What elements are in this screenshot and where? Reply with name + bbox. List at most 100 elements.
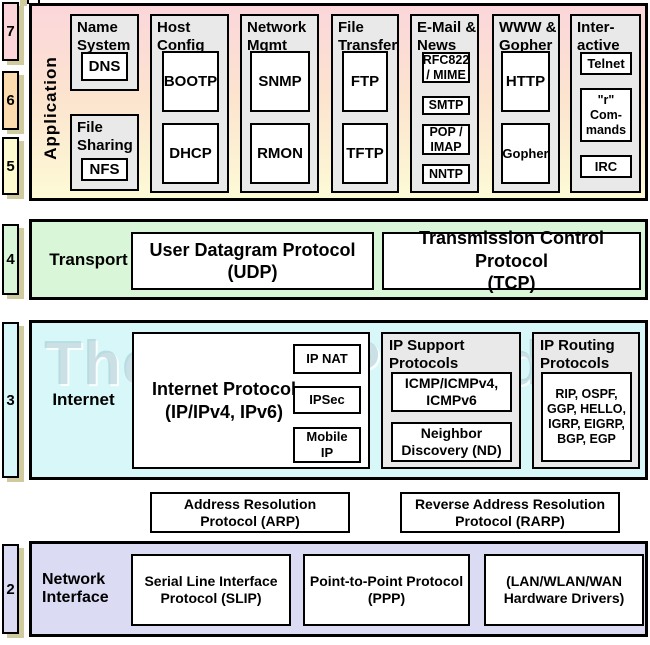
- protocol-box-ipsec: IPSec: [293, 386, 361, 414]
- osi-layer-7-badge: 7: [2, 2, 19, 61]
- protocol-box-r-commands: "r" Com- mands: [580, 88, 632, 142]
- protocol-label-dns: DNS: [88, 57, 121, 75]
- protocol-label-nfs: NFS: [89, 160, 120, 178]
- group-network-mgmt-title: Network Mgmt: [247, 19, 307, 54]
- layer-box-application: Application Name System DNS File Sharing…: [29, 3, 648, 201]
- application-layer-label: Application: [38, 28, 64, 188]
- protocol-label-ip-text: Internet Protocol (IP/IPv4, IPv6): [151, 379, 296, 422]
- protocol-label-slip: Serial Line Interface Protocol (SLIP): [144, 573, 278, 606]
- osi-layer-6-label: 6: [6, 92, 15, 109]
- group-host-config: Host Config BOOTP DHCP: [150, 14, 229, 193]
- protocol-label-snmp: SNMP: [258, 72, 302, 90]
- osi-layer-3-label: 3: [6, 391, 15, 409]
- protocol-box-dns: DNS: [81, 52, 128, 81]
- protocol-label-rmon: RMON: [257, 144, 303, 162]
- group-ip-routing-protocols: IP Routing Protocols RIP, OSPF, GGP, HEL…: [532, 332, 640, 469]
- protocol-box-nntp: NNTP: [422, 164, 470, 184]
- protocol-label-ipsec: IPSec: [309, 392, 345, 408]
- protocol-label-smtp: SMTP: [428, 98, 464, 112]
- internet-layer-label: Internet: [41, 323, 126, 477]
- group-ip-support-title: IP Support Protocols: [389, 337, 465, 372]
- layer-box-transport: Transport User Datagram Protocol (UDP) T…: [29, 219, 648, 300]
- group-file-sharing-title: File Sharing: [77, 119, 133, 154]
- protocol-box-rfc822-mime: RFC822 / MIME: [422, 52, 470, 83]
- protocol-label-dhcp: DHCP: [169, 144, 212, 162]
- protocol-label-hardware-drivers: (LAN/WLAN/WAN Hardware Drivers): [503, 573, 625, 606]
- protocol-label-neighbor-discovery: Neighbor Discovery (ND): [401, 425, 502, 458]
- protocol-box-ip: Internet Protocol (IP/IPv4, IPv6) IP NAT…: [132, 332, 370, 469]
- layer-box-network-interface: Network Interface Serial Line Interface …: [29, 541, 648, 637]
- group-interactive-title: Inter- active: [577, 19, 620, 54]
- protocol-box-irc: IRC: [580, 155, 632, 178]
- protocol-box-arp: Address Resolution Protocol (ARP): [150, 492, 350, 533]
- group-email-news: E-Mail & News RFC822 / MIME SMTP POP / I…: [410, 14, 479, 193]
- osi-layer-7-label: 7: [6, 23, 15, 40]
- group-name-system: Name System DNS: [70, 14, 139, 91]
- cutoff-box-fragment: [27, 0, 40, 4]
- group-file-transfer: File Transfer FTP TFTP: [331, 14, 399, 193]
- protocol-box-telnet: Telnet: [580, 52, 632, 75]
- protocol-box-ppp: Point-to-Point Protocol (PPP): [303, 554, 470, 626]
- protocol-label-rfc822-mime: RFC822 / MIME: [422, 52, 470, 82]
- protocol-label-tftp: TFTP: [346, 144, 384, 162]
- protocol-box-dhcp: DHCP: [162, 123, 219, 184]
- group-file-transfer-title: File Transfer: [338, 19, 398, 54]
- protocol-label-arp: Address Resolution Protocol (ARP): [183, 495, 317, 529]
- protocol-box-rarp: Reverse Address Resolution Protocol (RAR…: [400, 492, 620, 533]
- group-file-sharing: File Sharing NFS: [70, 114, 139, 191]
- protocol-box-nfs: NFS: [81, 158, 128, 181]
- group-email-news-title: E-Mail & News: [417, 19, 477, 54]
- cutoff-box-fragment: [20, 0, 27, 6]
- protocol-label-ip-nat: IP NAT: [306, 351, 348, 367]
- protocol-label-rarp: Reverse Address Resolution Protocol (RAR…: [414, 495, 606, 529]
- protocol-label-nntp: NNTP: [428, 166, 464, 181]
- group-network-mgmt: Network Mgmt SNMP RMON: [240, 14, 319, 193]
- protocol-box-mobile-ip: Mobile IP: [293, 427, 361, 463]
- layer-box-internet: The TCP/IP Guide Internet Internet Proto…: [29, 320, 648, 480]
- protocol-box-http: HTTP: [501, 51, 550, 112]
- group-interactive: Inter- active Telnet "r" Com- mands IRC: [570, 14, 641, 193]
- protocol-label-gopher: Gopher: [502, 145, 549, 161]
- protocol-label-mobile-ip: Mobile IP: [306, 429, 348, 460]
- osi-layer-6-badge: 6: [2, 71, 19, 130]
- osi-layer-5-label: 5: [6, 157, 15, 175]
- osi-layer-4-label: 4: [6, 251, 15, 268]
- protocol-label-ftp: FTP: [350, 72, 380, 90]
- protocol-label-pop-imap: POP / IMAP: [429, 124, 463, 154]
- group-ip-support-protocols: IP Support Protocols ICMP/ICMPv4, ICMPv6…: [381, 332, 521, 469]
- group-ip-routing-title: IP Routing Protocols: [540, 337, 615, 372]
- group-www-gopher-title: WWW & Gopher: [499, 19, 557, 54]
- protocol-box-pop-imap: POP / IMAP: [422, 124, 470, 155]
- protocol-label-udp: User Datagram Protocol (UDP): [149, 239, 356, 283]
- protocol-box-gopher: Gopher: [501, 123, 550, 184]
- protocol-label-telnet: Telnet: [587, 55, 625, 71]
- protocol-label-routing-list: RIP, OSPF, GGP, HELLO, IGRP, EIGRP, BGP,…: [547, 387, 626, 446]
- application-layer-label-text: Application: [41, 56, 60, 160]
- protocol-box-ftp: FTP: [342, 51, 388, 112]
- protocol-box-bootp: BOOTP: [162, 51, 219, 112]
- protocol-box-snmp: SNMP: [250, 51, 310, 112]
- osi-layer-4-badge: 4: [2, 224, 19, 295]
- protocol-label-icmp: ICMP/ICMPv4, ICMPv6: [404, 375, 499, 408]
- transport-layer-label: Transport: [41, 222, 136, 297]
- osi-layer-2-badge: 2: [2, 544, 19, 634]
- protocol-label-ip: Internet Protocol (IP/IPv4, IPv6): [140, 334, 308, 467]
- group-name-system-title: Name System: [77, 19, 131, 54]
- protocol-box-routing-list: RIP, OSPF, GGP, HELLO, IGRP, EIGRP, BGP,…: [541, 372, 632, 462]
- protocol-label-http: HTTP: [505, 72, 546, 90]
- protocol-box-tcp: Transmission Control Protocol (TCP): [382, 228, 641, 293]
- network-interface-layer-label-text: Network Interface: [42, 571, 109, 606]
- protocol-box-tftp: TFTP: [342, 123, 388, 184]
- protocol-label-irc: IRC: [594, 158, 618, 174]
- protocol-label-r-commands: "r" Com- mands: [585, 92, 627, 137]
- protocol-box-neighbor-discovery: Neighbor Discovery (ND): [391, 422, 512, 462]
- osi-layer-3-badge: 3: [2, 322, 19, 478]
- internet-layer-label-text: Internet: [52, 390, 115, 409]
- protocol-box-icmp: ICMP/ICMPv4, ICMPv6: [391, 372, 512, 412]
- osi-layer-2-label: 2: [6, 580, 15, 598]
- protocol-label-tcp: Transmission Control Protocol (TCP): [418, 228, 605, 294]
- osi-layer-5-badge: 5: [2, 137, 19, 195]
- network-interface-layer-label: Network Interface: [41, 544, 131, 634]
- protocol-label-ppp: Point-to-Point Protocol (PPP): [309, 573, 464, 606]
